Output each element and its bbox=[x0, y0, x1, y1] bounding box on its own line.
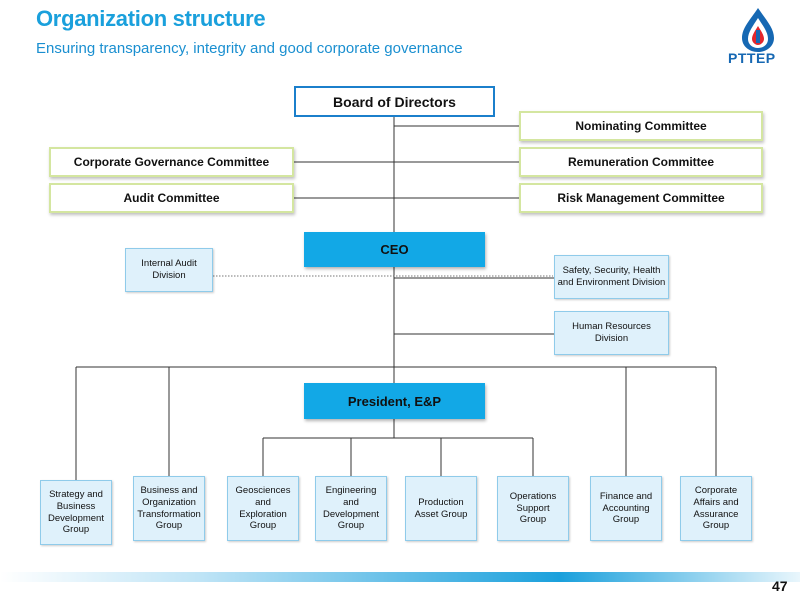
logo-text: PTTEP bbox=[728, 50, 776, 66]
page-title: Organization structure bbox=[36, 6, 266, 31]
group-finance-accounting: Finance and Accounting Group bbox=[590, 476, 662, 541]
remuneration-committee-box: Remuneration Committee bbox=[519, 147, 763, 177]
internal-audit-division-box: Internal Audit Division bbox=[125, 248, 213, 292]
group-operations-support: Operations Support Group bbox=[497, 476, 569, 541]
group-corporate-affairs-assurance: Corporate Affairs and Assurance Group bbox=[680, 476, 752, 541]
footer-accent-bar bbox=[0, 572, 800, 582]
nominating-committee-box: Nominating Committee bbox=[519, 111, 763, 141]
pttep-logo-icon bbox=[742, 8, 774, 52]
risk-management-committee-box: Risk Management Committee bbox=[519, 183, 763, 213]
sshe-division-box: Safety, Security, Health and Environment… bbox=[554, 255, 669, 299]
group-strategy-business-development: Strategy and Business Development Group bbox=[40, 480, 112, 545]
group-business-organization-transformation: Business and Organization Transformation… bbox=[133, 476, 205, 541]
audit-committee-box: Audit Committee bbox=[49, 183, 294, 213]
group-geosciences-exploration: Geosciences and Exploration Group bbox=[227, 476, 299, 541]
page-subtitle: Ensuring transparency, integrity and goo… bbox=[36, 40, 463, 57]
group-production-asset: Production Asset Group bbox=[405, 476, 477, 541]
corporate-governance-committee-box: Corporate Governance Committee bbox=[49, 147, 294, 177]
human-resources-division-box: Human Resources Division bbox=[554, 311, 669, 355]
group-engineering-development: Engineering and Development Group bbox=[315, 476, 387, 541]
board-of-directors-box: Board of Directors bbox=[294, 86, 495, 117]
page-number: 47 bbox=[772, 578, 788, 594]
ceo-box: CEO bbox=[304, 232, 485, 267]
president-ep-box: President, E&P bbox=[304, 383, 485, 419]
